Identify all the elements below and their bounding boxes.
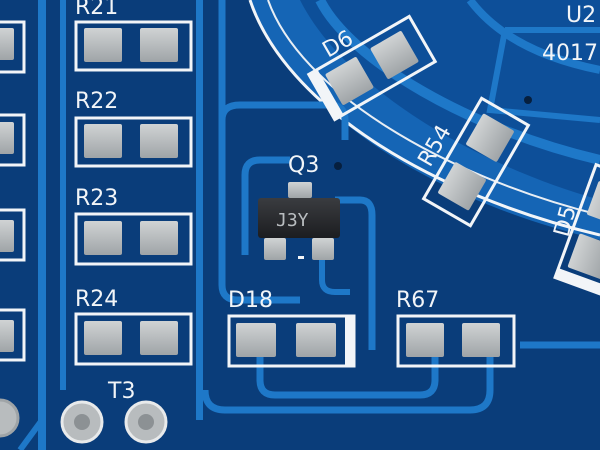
u2-outline — [486, 27, 600, 123]
via — [334, 162, 342, 170]
label-d18: D18 — [228, 288, 273, 313]
label-t3: T3 — [107, 379, 135, 404]
component-r22: R22 — [74, 89, 193, 168]
trace-q3-inner — [241, 156, 290, 255]
pin — [312, 238, 334, 260]
component-d6: D6 — [306, 14, 438, 122]
trace-d18-r67 — [256, 345, 439, 399]
silk-ring-outer — [248, 0, 600, 237]
component-r23: R23 — [74, 186, 193, 266]
label-u2-part: 4017 — [542, 41, 598, 66]
pad — [466, 113, 514, 162]
trace-bottom-main — [201, 345, 494, 414]
trace-bottom-left — [17, 418, 45, 450]
pad — [84, 124, 122, 158]
label-r67: R67 — [396, 288, 439, 313]
component-q3: Q3 J3Y — [258, 153, 342, 260]
pin — [288, 182, 312, 198]
component-d18: D18 — [227, 288, 356, 368]
label-u2: U2 — [566, 3, 596, 28]
component-r67: R67 — [396, 288, 516, 368]
silk-ring-inner — [267, 0, 600, 216]
pad — [325, 57, 374, 105]
trace-left-1 — [38, 0, 46, 450]
pad — [140, 221, 178, 255]
pad — [236, 323, 276, 357]
trace-q3-left — [218, 120, 300, 304]
left-edge-components — [0, 20, 26, 438]
label-r22: R22 — [75, 89, 118, 114]
pad — [587, 181, 600, 227]
label-q3: Q3 — [288, 153, 319, 178]
trace-ring — [315, 0, 600, 165]
pad — [438, 162, 486, 211]
via — [524, 96, 532, 104]
component-r21: R21 — [74, 0, 193, 72]
pin — [264, 238, 286, 260]
pad — [140, 124, 178, 158]
pad — [567, 233, 600, 279]
trace-left-3 — [196, 0, 203, 420]
pad — [84, 321, 122, 355]
component-r24: R24 — [74, 287, 193, 366]
pad — [140, 321, 178, 355]
label-r24: R24 — [75, 287, 118, 312]
pad — [84, 221, 122, 255]
pad — [140, 28, 178, 62]
pad — [406, 323, 444, 357]
component-r54: R54 — [414, 96, 531, 228]
trace-q3-right — [335, 196, 376, 350]
pad — [462, 323, 500, 357]
trace-ring-2 — [466, 0, 600, 74]
pad — [370, 31, 419, 79]
pad — [296, 323, 336, 357]
chip-marking: J3Y — [276, 210, 309, 231]
component-t3: T3 — [60, 379, 168, 444]
label-r21: R21 — [75, 0, 118, 20]
pad — [84, 28, 122, 62]
chip-body — [258, 198, 340, 238]
label-r23: R23 — [75, 186, 118, 211]
trace-left-2 — [60, 0, 66, 390]
trace-q3-down — [319, 250, 350, 295]
component-u2: U2 4017 — [542, 3, 598, 66]
